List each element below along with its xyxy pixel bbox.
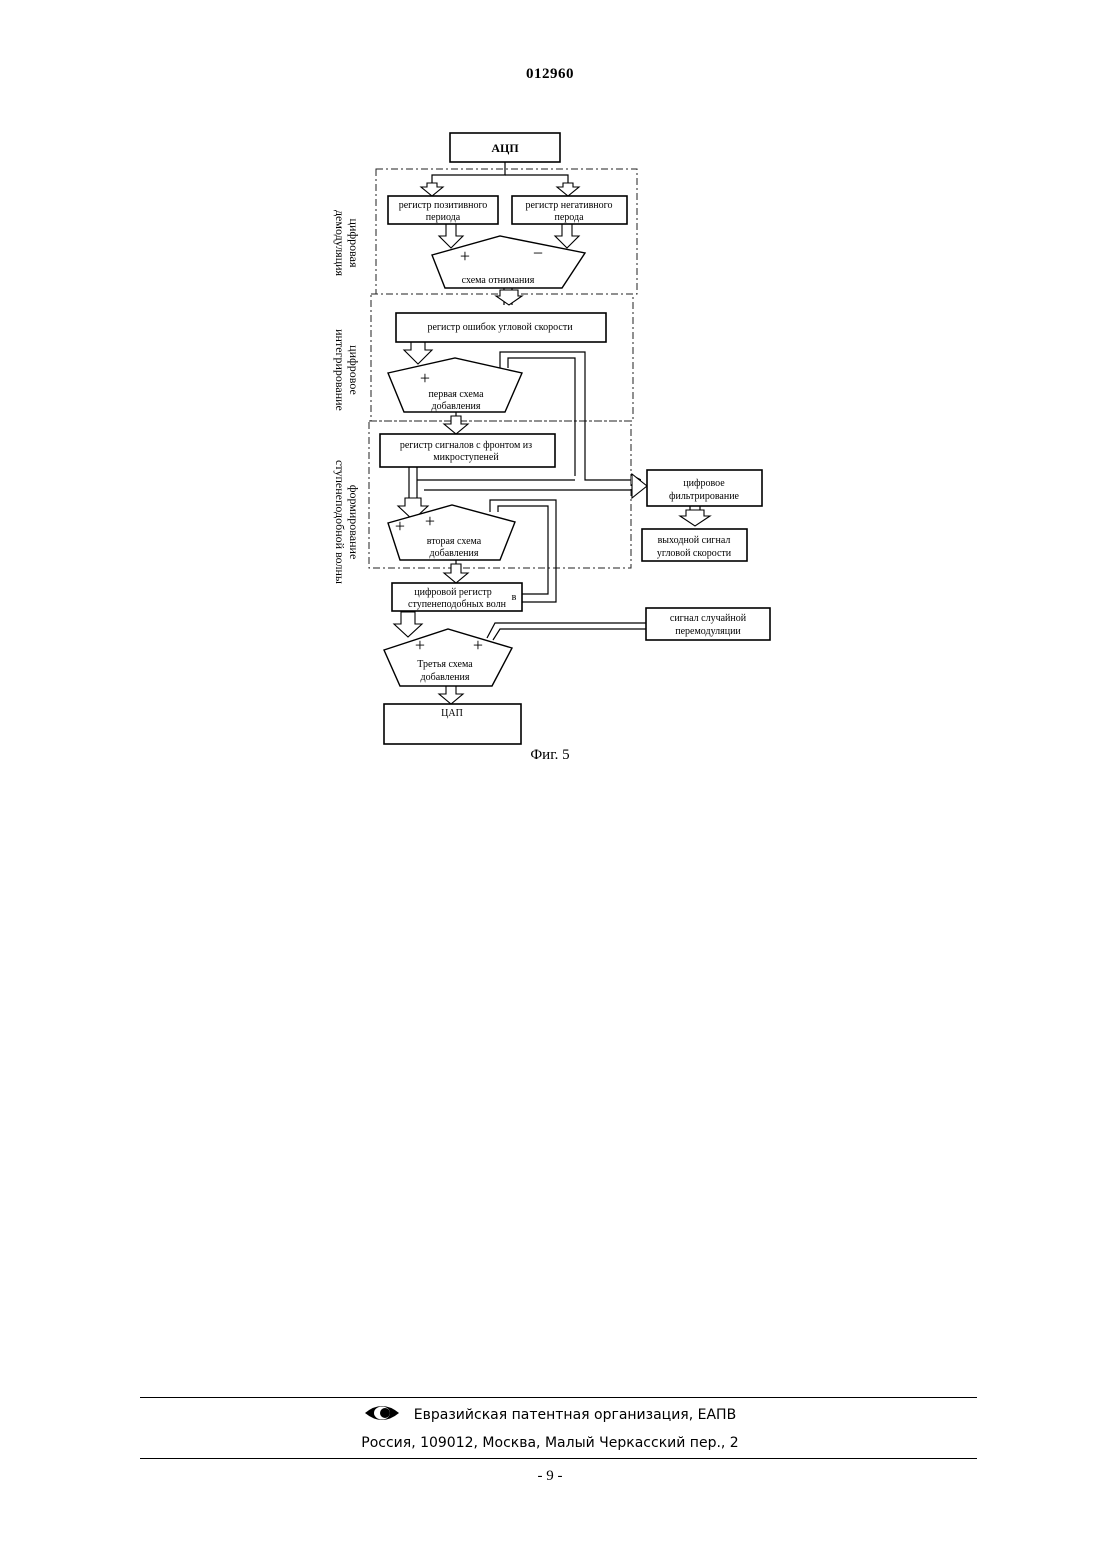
svg-text:цифровое: цифровое <box>683 478 725 489</box>
svg-text:+: + <box>395 516 405 536</box>
section-label-integration: цифровое интегрирование <box>333 329 361 411</box>
svg-text:ступенеподобных волн: ступенеподобных волн <box>408 599 507 610</box>
svg-text:+: + <box>473 635 483 655</box>
organization-name: Евразийская патентная организация, ЕАПВ <box>414 1407 736 1423</box>
svg-text:+: + <box>425 511 435 531</box>
svg-text:выходной сигнал: выходной сигнал <box>658 535 731 546</box>
svg-text:демодуляция: демодуляция <box>333 210 347 277</box>
eapo-eye-logo-icon <box>364 1403 400 1427</box>
svg-text:добавления: добавления <box>432 401 481 412</box>
svg-text:добавления: добавления <box>421 672 470 683</box>
section-label-step-wave: формирование ступенеподобной волны <box>333 460 361 584</box>
svg-text:угловой скорости: угловой скорости <box>657 548 732 559</box>
svg-text:цифровое: цифровое <box>347 345 361 395</box>
svg-text:интегрирование: интегрирование <box>333 329 347 411</box>
svg-text:микроступеней: микроступеней <box>433 452 499 463</box>
svg-text:вторая схема: вторая схема <box>427 536 482 547</box>
svg-text:перемодуляции: перемодуляции <box>675 626 741 637</box>
subtraction-label: схема отнимания <box>462 275 535 286</box>
svg-text:периода: периода <box>426 212 461 223</box>
section-label-demodulation: цифровая демодуляция <box>333 210 361 277</box>
svg-text:в: в <box>512 592 517 603</box>
svg-text:сигнал случайной: сигнал случайной <box>670 613 747 624</box>
svg-text:−: − <box>533 243 543 263</box>
dac-label: ЦАП <box>441 708 463 719</box>
svg-text:фильтрирование: фильтрирование <box>669 491 740 502</box>
footer-organization: Евразийская патентная организация, ЕАПВ <box>0 1403 1100 1427</box>
svg-text:ступенеподобной волны: ступенеподобной волны <box>333 460 347 584</box>
footer-address: Россия, 109012, Москва, Малый Черкасский… <box>0 1435 1100 1451</box>
svg-text:перода: перода <box>554 212 584 223</box>
svg-text:формирование: формирование <box>347 485 361 560</box>
footer-rule-top <box>140 1397 977 1398</box>
svg-text:цифровой регистр: цифровой регистр <box>414 587 492 598</box>
svg-text:+: + <box>420 368 430 388</box>
svg-text:регистр ошибок угловой скорост: регистр ошибок угловой скорости <box>427 322 573 333</box>
svg-text:Третья схема: Третья схема <box>417 659 473 670</box>
flowchart-figure: цифровая демодуляция цифровое интегриров… <box>0 0 1100 800</box>
svg-text:+: + <box>415 635 425 655</box>
adc-label: АЦП <box>491 141 519 155</box>
page-number: - 9 - <box>0 1468 1100 1485</box>
figure-caption: Фиг. 5 <box>0 747 1100 764</box>
svg-text:первая схема: первая схема <box>428 389 484 400</box>
svg-text:+: + <box>460 246 470 266</box>
svg-text:регистр позитивного: регистр позитивного <box>399 200 488 211</box>
svg-text:добавления: добавления <box>430 548 479 559</box>
svg-text:регистр сигналов с фронтом из: регистр сигналов с фронтом из <box>400 440 532 451</box>
footer-rule-bottom <box>140 1458 977 1459</box>
svg-text:регистр негативного: регистр негативного <box>525 200 612 211</box>
svg-text:цифровая: цифровая <box>347 219 361 268</box>
